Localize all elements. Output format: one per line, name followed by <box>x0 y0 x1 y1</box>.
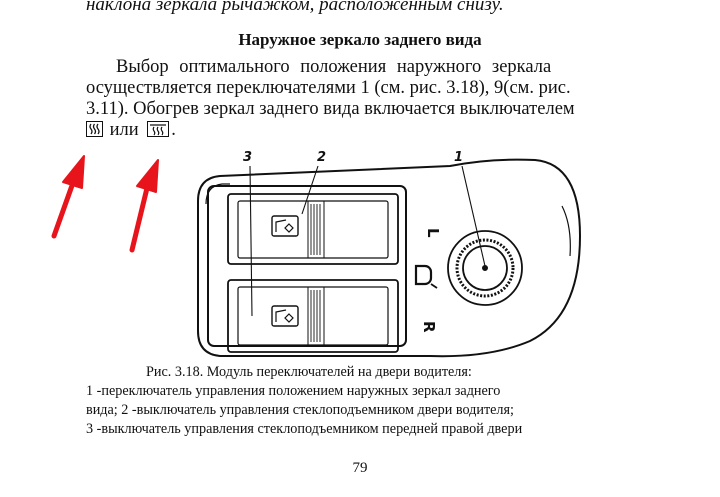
switch-bay <box>207 185 407 347</box>
or-word: или <box>109 120 139 140</box>
mirror-glyph-icon <box>414 264 433 286</box>
body-paragraph: Выбор оптимального положения наружного з… <box>86 57 636 141</box>
caption-line: 3 -выключатель управления стеклоподъемни… <box>86 421 523 437</box>
paragraph-line: 3.11). Обогрев зеркал заднего вида включ… <box>86 99 575 119</box>
left-mirror-label: L <box>424 228 442 238</box>
switch-module-figure: L R 3 2 1 <box>197 150 582 358</box>
window-switch-upper-frame <box>227 193 399 265</box>
section-heading: Наружное зеркало заднего вида <box>238 30 482 49</box>
red-arrow-left <box>51 177 77 239</box>
caption-title: Рис. 3.18. Модуль переключателей на двер… <box>146 364 472 380</box>
module-housing <box>197 158 582 358</box>
right-mirror-label: R <box>420 321 438 333</box>
window-glyph-icon <box>271 305 299 327</box>
figure-caption: Рис. 3.18. Модуль переключателей на двер… <box>86 363 632 439</box>
window-switch-lower-frame <box>227 279 399 353</box>
window-glyph-icon <box>271 215 299 237</box>
callout-2: 2 <box>317 150 326 165</box>
mirror-joystick <box>447 230 523 306</box>
paragraph-line: Выбор оптимального положения наружного з… <box>116 57 552 77</box>
caption-line: вида; 2 -выключатель управления стеклопо… <box>86 402 514 418</box>
previous-paragraph-tail: наклона зеркала рычажком, расположенным … <box>86 0 504 15</box>
caption-line: 1 -переключатель управления положением н… <box>86 383 501 399</box>
callout-1: 1 <box>454 150 463 165</box>
mirror-heater-icon <box>147 121 170 137</box>
red-arrow-right <box>129 181 151 253</box>
callout-3: 3 <box>243 150 252 165</box>
page-number: 79 <box>352 460 368 476</box>
end-punctuation: . <box>171 120 176 140</box>
paragraph-line: осуществляется переключателями 1 (см. ри… <box>86 78 571 98</box>
rear-window-heater-icon <box>86 121 103 137</box>
paragraph-line-icons: или . <box>86 120 636 141</box>
